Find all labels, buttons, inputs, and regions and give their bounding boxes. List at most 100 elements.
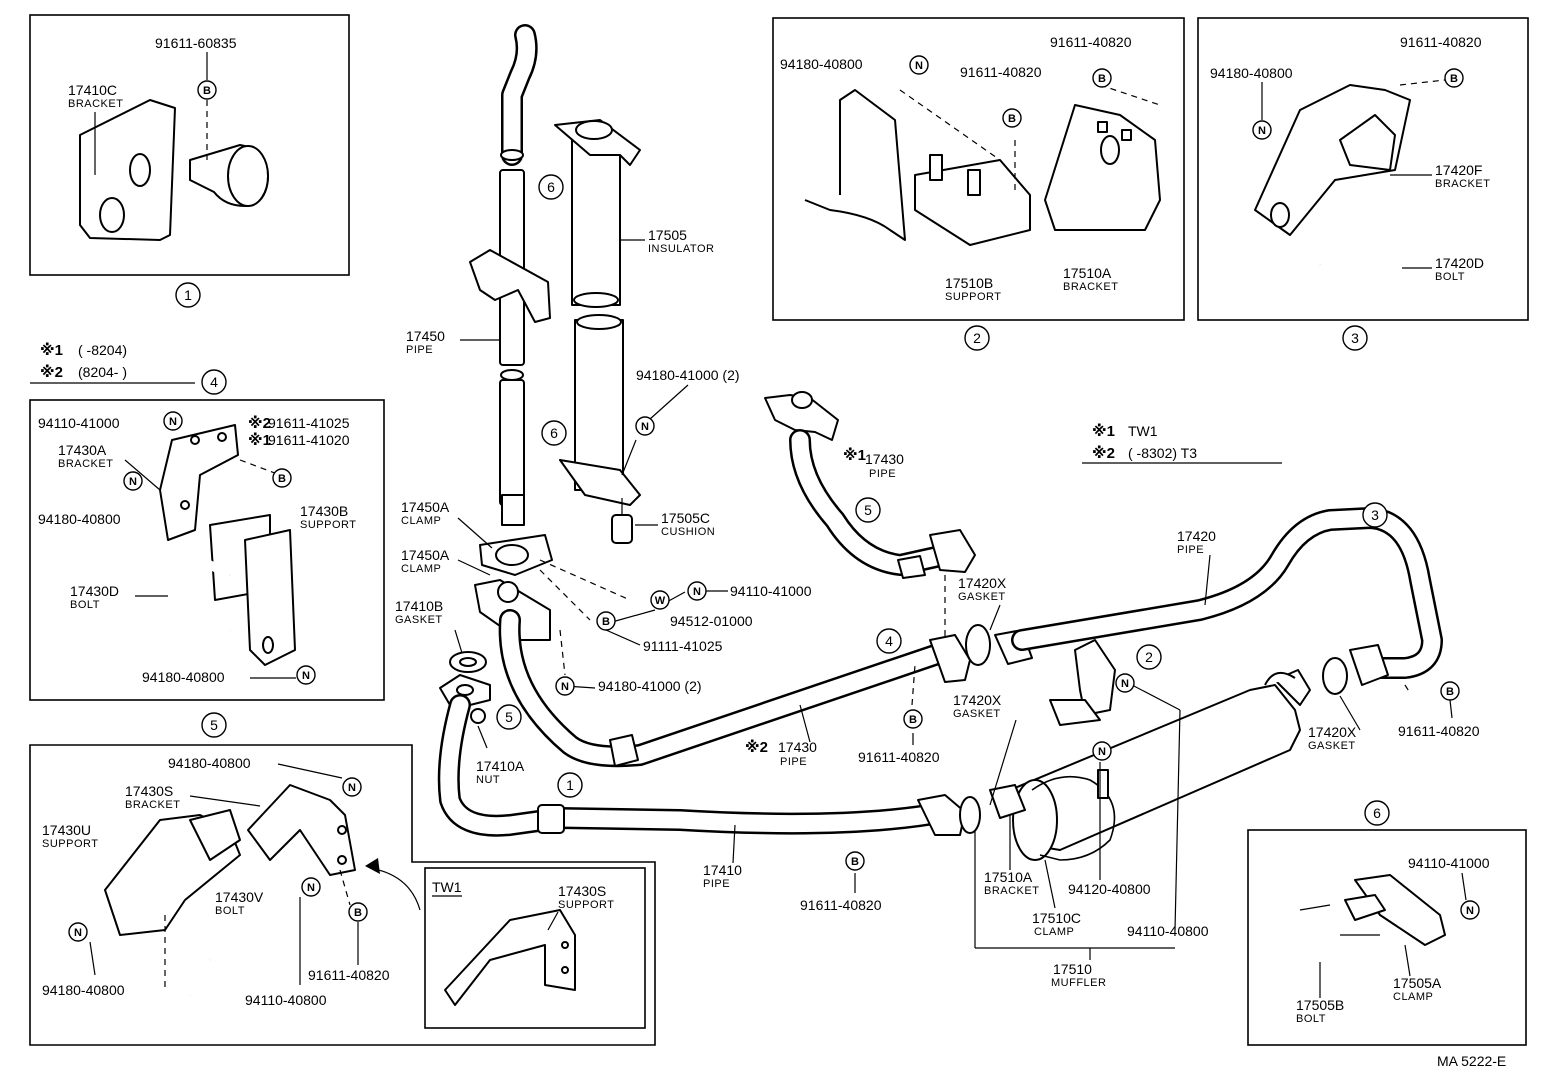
part-number-17420X: 17420X (1308, 724, 1357, 740)
part-number-17430B: 17430B (300, 503, 348, 519)
svg-text:N: N (302, 670, 310, 682)
part-name-17430: PIPE (780, 756, 807, 768)
callout-5: 5 (496, 704, 522, 730)
part-number-17505B: 17505B (1296, 997, 1344, 1013)
part-name-17430A: BRACKET (58, 458, 113, 470)
part-name-17430V: BOLT (215, 905, 245, 917)
part-number-91611-41020: 91611-41020 (268, 432, 350, 448)
svg-text:W: W (655, 595, 666, 607)
part-name-17430B: SUPPORT (300, 519, 356, 531)
part-number-94180-40800: 94180-40800 (38, 511, 121, 527)
part-number-17420F: 17420F (1435, 162, 1482, 178)
clamp-17450A (474, 534, 631, 676)
part-number-17420X: 17420X (958, 575, 1007, 591)
svg-text:4: 4 (210, 374, 218, 390)
part-name-17505: INSULATOR (648, 243, 714, 255)
nut-symbol: N (163, 411, 183, 431)
nut-symbol: N (342, 777, 362, 797)
detail-view-6-marker: 6 (1364, 800, 1390, 826)
svg-text:B: B (1008, 113, 1016, 125)
bolt-symbol: B (845, 851, 865, 871)
svg-text:5: 5 (864, 502, 872, 518)
washer-symbol: W (650, 590, 670, 610)
svg-text:(8204- ): (8204- ) (78, 364, 127, 380)
part-number-94180-40800: 94180-40800 (780, 56, 863, 72)
part-number-17510: 17510 (1053, 961, 1092, 977)
bolt-symbol: B (1440, 681, 1460, 701)
nut-symbol: N (1252, 120, 1272, 140)
part-name-17505B: BOLT (1296, 1013, 1326, 1025)
svg-text:( -8302) T3: ( -8302) T3 (1128, 445, 1197, 461)
part-name-17410A: NUT (476, 774, 500, 786)
leader-lines (454, 339, 1453, 960)
part-name-17510: MUFFLER (1051, 977, 1106, 989)
part-number-17420X: 17420X (953, 692, 1002, 708)
part-name-17410: PIPE (703, 878, 730, 890)
part-name-17410B: GASKET (395, 614, 443, 626)
part-number-17430D: 17430D (70, 583, 119, 599)
part-number-91611-60835: 91611-60835 (155, 35, 237, 51)
svg-text:N: N (129, 476, 137, 488)
svg-text:B: B (851, 856, 859, 868)
part-number-94180-41000: 94180-41000 (2) (598, 678, 702, 694)
detail-box-6 (1247, 829, 1527, 1046)
detail-view-3-marker: 3 (1342, 325, 1368, 351)
part-number-91611-40820: 91611-40820 (858, 749, 940, 765)
detail-box-5 (29, 744, 656, 1046)
svg-text:TW1: TW1 (1128, 423, 1158, 439)
part-name-17410C: BRACKET (68, 98, 123, 110)
part-number-94180-41000: 94180-41000 (2) (636, 367, 740, 383)
part-number-17410: 17410 (703, 862, 742, 878)
part-number-94110-41000: 94110-41000 (1408, 855, 1490, 871)
callout-1: 1 (557, 772, 583, 798)
nut-symbol: N (301, 877, 321, 897)
svg-text:B: B (602, 616, 610, 628)
svg-text:※2: ※2 (745, 738, 768, 756)
svg-text:B: B (203, 85, 211, 97)
tw1-inset-title: TW1 (432, 879, 462, 895)
svg-text:※2: ※2 (40, 363, 63, 381)
part-name-17510A: BRACKET (984, 885, 1039, 897)
detail-view-5-marker: 5 (201, 712, 227, 738)
gasket-17410B (449, 651, 487, 673)
part-number-94110-40800: 94110-40800 (1127, 923, 1209, 939)
part-number-17510A: 17510A (1063, 265, 1112, 281)
part-name-17420X: GASKET (958, 591, 1006, 603)
bolt-symbol: B (197, 80, 217, 100)
part-number-91611-40820: 91611-40820 (960, 64, 1042, 80)
bolt-symbol: B (272, 468, 292, 488)
part-name-17505A: CLAMP (1393, 991, 1433, 1003)
svg-text:※2: ※2 (1092, 444, 1115, 462)
part-number-94110-40800: 94110-40800 (245, 992, 327, 1008)
svg-text:N: N (348, 782, 356, 794)
detail-box-1 (29, 14, 350, 276)
part-number-91111-41025: 91111-41025 (643, 638, 723, 654)
part-number-91611-41025: 91611-41025 (268, 415, 350, 431)
part-name-17430D: BOLT (70, 599, 100, 611)
part-number-17510B: 17510B (945, 275, 993, 291)
svg-text:6: 6 (550, 425, 558, 441)
svg-text:※2: ※2 (248, 414, 271, 432)
part-number-17430: 17430 (778, 739, 817, 755)
part-number-17505: 17505 (648, 227, 687, 243)
svg-text:B: B (278, 473, 286, 485)
part-number-94512-01000: 94512-01000 (670, 613, 753, 629)
part-number-94180-40800: 94180-40800 (42, 982, 125, 998)
svg-text:6: 6 (1373, 805, 1381, 821)
part-number-17430S: 17430S (125, 783, 173, 799)
callout-6: 6 (541, 420, 567, 446)
part-name-17450A: CLAMP (401, 563, 441, 575)
nut-symbol: N (296, 665, 316, 685)
svg-text:N: N (1121, 678, 1129, 690)
part-name-17430S: BRACKET (125, 799, 180, 811)
part-number-17505C: 17505C (661, 510, 710, 526)
svg-text:N: N (307, 882, 315, 894)
part-name-17450A: CLAMP (401, 515, 441, 527)
part-number-94110-41000: 94110-41000 (730, 583, 812, 599)
svg-text:1: 1 (184, 287, 192, 303)
svg-text:2: 2 (1145, 649, 1153, 665)
pipe-17430-tw1 (764, 391, 976, 640)
variant-note-left: ※1 ( -8204) ※2 (8204- ) (30, 341, 195, 384)
svg-text:( -8204): ( -8204) (78, 342, 127, 358)
svg-text:N: N (561, 681, 569, 693)
